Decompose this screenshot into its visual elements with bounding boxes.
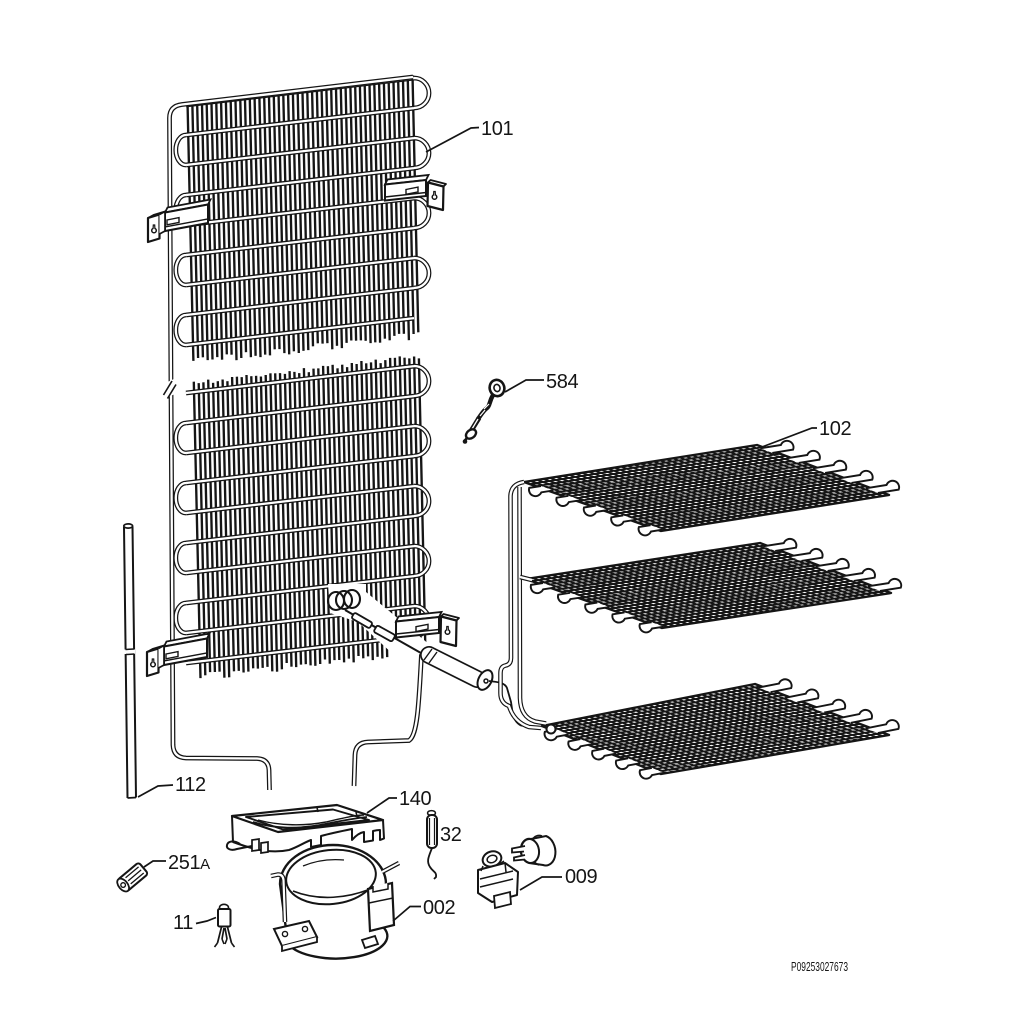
- svg-text:102: 102: [819, 418, 851, 440]
- svg-text:11: 11: [173, 912, 193, 934]
- svg-text:140: 140: [399, 788, 431, 810]
- svg-text:009: 009: [565, 866, 597, 888]
- svg-text:P09253027673: P09253027673: [791, 960, 848, 974]
- svg-text:002: 002: [423, 897, 455, 919]
- svg-text:112: 112: [175, 774, 206, 796]
- svg-text:251A: 251A: [168, 852, 210, 874]
- svg-text:101: 101: [481, 118, 513, 140]
- svg-text:32: 32: [440, 824, 462, 846]
- svg-text:584: 584: [546, 371, 578, 393]
